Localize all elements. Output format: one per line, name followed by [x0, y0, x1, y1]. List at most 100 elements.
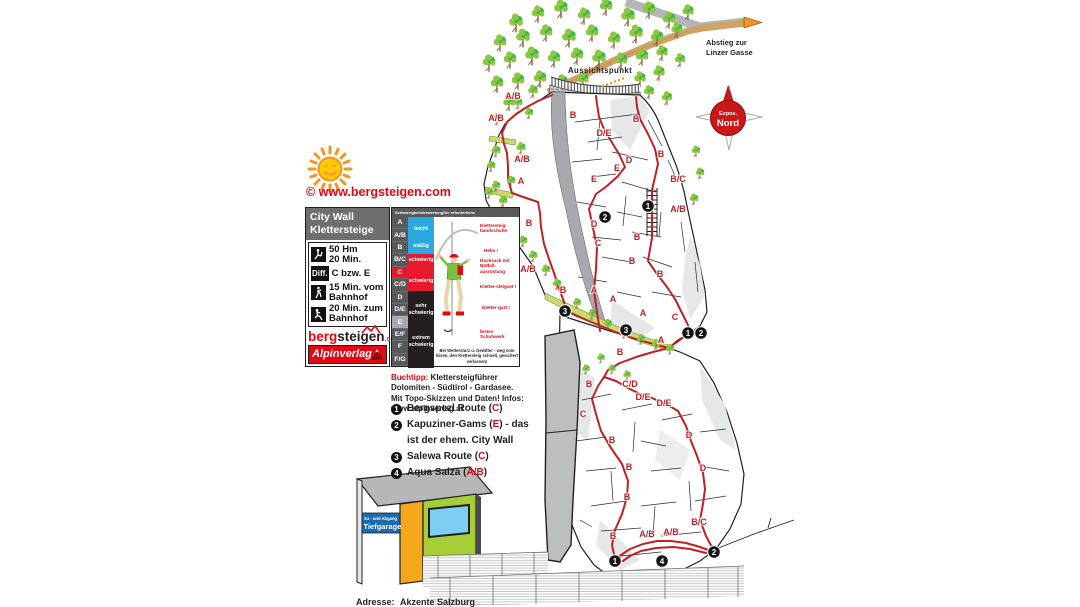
- route-marker-1: 1: [608, 554, 622, 568]
- garage-sign: [361, 512, 401, 534]
- grade-label-A-B: A/B: [670, 204, 686, 214]
- grade-label-B: B: [560, 285, 567, 295]
- grade-label-C: C: [672, 312, 679, 322]
- grade-label-A: A: [610, 294, 617, 304]
- grade-label-D: D: [700, 463, 707, 473]
- diff-badge: Diff.: [311, 266, 329, 282]
- grade-label-B: B: [617, 347, 624, 357]
- route-marker-3: 3: [558, 304, 572, 318]
- info-row-difficulty: Diff. C bzw. E: [311, 266, 384, 282]
- difficulty-panel: Schwierigkeitsbewertung Die erforderlich…: [391, 207, 520, 368]
- compass-north-label: Nord: [717, 118, 739, 129]
- grade-label-B-C: B/C: [691, 517, 707, 527]
- alpinverlag-mountain-icon: [371, 349, 383, 360]
- garage-sign-line2: Tiefgarage: [364, 522, 402, 531]
- legend-route-3: 3 Salewa Route (C): [391, 451, 541, 464]
- route-aqua-salza-return: [622, 546, 707, 562]
- band-sehr-extrem: sehr schwierig extrem schwierig: [408, 291, 434, 368]
- route-legend: 1 Bergspezl Route (C) 2 Kapuziner-Gams (…: [391, 403, 541, 483]
- route-marker-2: 2: [694, 326, 708, 340]
- route-2-lower: [603, 376, 715, 552]
- grade-label-B: B: [610, 531, 617, 541]
- svg-text:3: 3: [563, 307, 568, 316]
- legend-route-4: 4 Aqua Salza (A/B): [391, 467, 541, 480]
- difficulty-panel-header: Schwierigkeitsbewertung Die erforderlich…: [392, 208, 519, 220]
- cliff-upper-face: [483, 91, 708, 349]
- svg-text:1: 1: [686, 329, 691, 338]
- svg-text:1: 1: [613, 557, 618, 566]
- alpinverlag-logo: Alpinverlag: [308, 345, 387, 364]
- legend-route-2-extra: ist der ehem. City Wall: [407, 435, 514, 446]
- grade-label-A-B: A/B: [505, 91, 521, 101]
- climber-icon: [311, 247, 326, 263]
- difficulty-bands: leicht mäßig schwierig schwierig sehr sc…: [408, 217, 434, 368]
- highlighted-grade-e: E: [392, 316, 408, 329]
- garage-sign-line1: Zu - und Abgang: [364, 516, 398, 521]
- route-number-badge: 4: [391, 468, 402, 479]
- garage-building: Zu - und Abgang Tiefgarage: [355, 466, 494, 585]
- grade-label-B: B: [526, 218, 533, 228]
- grade-label-A-B: A/B: [639, 529, 655, 539]
- window: [428, 503, 470, 539]
- svg-text:2: 2: [699, 329, 704, 338]
- route-marker-4: 4: [655, 554, 669, 568]
- route-shared-mid: [603, 347, 670, 378]
- walker-icon: [311, 285, 326, 301]
- fences: [422, 551, 745, 607]
- grade-label-B: B: [629, 256, 636, 266]
- adresse-value: Akzente Salzburg: [400, 597, 475, 607]
- route-marker-2: 2: [598, 210, 612, 224]
- rock-pillar: [544, 329, 581, 563]
- svg-text:3: 3: [624, 326, 629, 335]
- climber-illustration: [435, 221, 479, 336]
- abstieg-label-line1: Abstieg zur: [706, 38, 747, 47]
- buchtipp-note: Buchtipp: Klettersteigführer Dolomiten -…: [391, 373, 524, 414]
- legend-route-1: 1 Bergspezl Route (C): [391, 403, 541, 416]
- route-approach: [501, 94, 567, 311]
- grade-label-D: D: [686, 430, 693, 440]
- grade-label-D-E: D/E: [635, 392, 650, 402]
- grade-label-B: B: [570, 110, 577, 120]
- grade-label-D-E: D/E: [656, 398, 671, 408]
- grade-label-A: A: [640, 308, 647, 318]
- adresse-label: Adresse:: [356, 597, 395, 607]
- route-aqua-salza: [617, 540, 712, 558]
- grade-label-B-C: B/C: [670, 174, 686, 184]
- svg-text:2: 2: [712, 548, 717, 557]
- orange-wall: [399, 500, 424, 585]
- equipment-label-helmet: Helm !: [484, 248, 499, 253]
- aussichtspunkt-label: Aussichtspunkt: [568, 66, 632, 75]
- route-number-badge: 3: [391, 452, 402, 463]
- grade-label-A-B: A/B: [514, 154, 530, 164]
- route-1-lower: [591, 376, 629, 560]
- route-number-badge: 2: [391, 420, 402, 431]
- grade-label-C-D: C/D: [622, 379, 638, 389]
- band-leicht: leicht mäßig: [408, 217, 434, 254]
- grade-label-B: B: [634, 232, 641, 242]
- route-marker-1: 1: [681, 326, 695, 340]
- grade-label-A-B: A/B: [520, 264, 536, 274]
- abstieg-label-line2: Linzer Gasse: [706, 48, 753, 57]
- mountain-icon: [361, 324, 381, 334]
- equipment-label-harness: Kletter-gurt !: [482, 305, 510, 310]
- compass-exposure-label: Expos.: [719, 111, 738, 117]
- weather-warning-note: Bei Wettersturz u. Gewitter - weg vom Ei…: [436, 347, 518, 364]
- bergsteigen-sun-logo: [304, 144, 356, 194]
- grade-label-D: D: [591, 219, 598, 229]
- grade-label-B: B: [624, 492, 631, 502]
- grade-label-A: A: [658, 335, 665, 345]
- grade-label-B: B: [609, 435, 616, 445]
- copyright-text: © www.bergsteigen.com: [306, 185, 451, 199]
- equipment-label-gloves: Klettersteig-handschuhe: [480, 223, 508, 234]
- grade-label-A-B: A/B: [663, 527, 679, 537]
- equipment-label-shoes: festes Schuhwerk: [480, 329, 505, 340]
- grade-label-B: B: [633, 114, 640, 124]
- svg-text:2: 2: [603, 213, 608, 222]
